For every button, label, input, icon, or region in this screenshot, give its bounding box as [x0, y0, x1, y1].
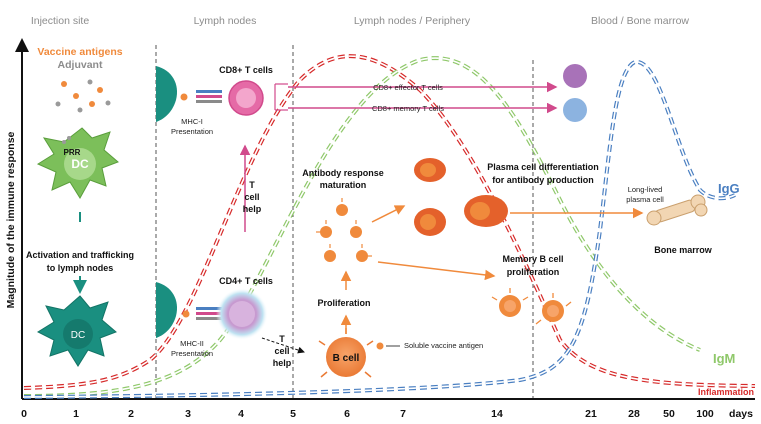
x-tick-label: 2 — [128, 408, 134, 420]
plasma-label-1: Plasma cell differentiation — [487, 162, 599, 172]
x-tick-labels: 0 1 2 3 4 5 6 7 14 21 28 50 100 — [21, 408, 714, 420]
cd8-effector-label: CD8+ effector T cells — [373, 83, 443, 92]
y-axis-label: Magnitude of the immune response — [5, 131, 17, 308]
long-lived-label-2: plasma cell — [626, 195, 664, 204]
section-injection-site: Injection site — [31, 15, 90, 27]
igg-curve — [23, 60, 736, 399]
x-tick-label: 7 — [400, 408, 406, 420]
adjuvant-label: Adjuvant — [58, 59, 103, 71]
t-help-b-2: cell — [274, 346, 289, 356]
x-tick-label: 28 — [628, 408, 640, 420]
to-memory-arrow — [377, 261, 496, 281]
t-help-up-3: help — [243, 204, 262, 214]
inflammation-label: Inflammation — [698, 387, 754, 397]
t-help-up-2: cell — [244, 192, 259, 202]
x-tick-label: 6 — [344, 408, 350, 420]
x-tick-label: 21 — [585, 408, 597, 420]
antibody-label-1: Antibody response — [302, 168, 384, 178]
t-help-b-3: help — [273, 358, 292, 368]
section-lymph-periphery: Lymph nodes / Periphery — [354, 15, 471, 27]
apc-mhc1 — [156, 66, 222, 122]
cd8-effector-cell — [563, 64, 587, 88]
x-tick-label: 0 — [21, 408, 27, 420]
dendritic-cell-dark: DC — [36, 295, 117, 367]
cd8-t-cells-label: CD8+ T cells — [219, 65, 273, 75]
proliferating-b-cells — [316, 198, 372, 262]
activation-label-2: to lymph nodes — [47, 263, 114, 273]
cd8-bracket — [274, 81, 558, 114]
t-help-up-1: T — [249, 180, 255, 190]
cd8-t-cell — [228, 80, 264, 116]
soluble-antigen-label: Soluble vaccine antigen — [404, 341, 483, 350]
mhc2-label-2: Presentation — [171, 349, 213, 358]
memory-b-cells — [491, 288, 572, 325]
apc-mhc2 — [156, 282, 222, 338]
t-cell-help-arrow-b — [261, 337, 305, 354]
cd4-t-cells-label: CD4+ T cells — [219, 276, 273, 286]
cd8-memory-cell — [563, 98, 587, 122]
dc-label-2: DC — [71, 330, 85, 341]
antibody-label-2: maturation — [320, 180, 367, 190]
b-cell-label: B cell — [333, 353, 360, 364]
x-tick-label: 100 — [696, 408, 714, 420]
bone-marrow-label: Bone marrow — [654, 245, 713, 255]
prr-particles — [62, 136, 71, 144]
long-lived-label-1: Long-lived — [628, 185, 663, 194]
igg-label: IgG — [718, 181, 740, 196]
x-tick-label: 50 — [663, 408, 675, 420]
x-tick-label: 1 — [73, 408, 79, 420]
mhc1-label-1: MHC-I — [181, 117, 203, 126]
x-tick-label: 4 — [238, 408, 244, 420]
to-plasma-arrow — [371, 205, 406, 223]
soluble-antigen-dot — [376, 342, 384, 350]
igm-label: IgM — [713, 351, 735, 366]
dc-label-1: DC — [71, 157, 89, 171]
igm-curve — [23, 56, 701, 398]
vaccine-antigens-label: Vaccine antigens — [37, 46, 122, 58]
memory-b-label-1: Memory B cell — [502, 254, 563, 264]
section-blood-bone-marrow: Blood / Bone marrow — [591, 15, 689, 27]
plasma-label-2: for antibody production — [492, 175, 594, 185]
mhc2-label-1: MHC-II — [180, 339, 204, 348]
bone-icon — [646, 194, 708, 226]
x-tick-label: 3 — [185, 408, 191, 420]
x-axis-unit: days — [729, 408, 753, 420]
proliferation-label: Proliferation — [317, 298, 370, 308]
x-tick-label: 14 — [491, 408, 503, 420]
memory-b-label-2: proliferation — [507, 267, 560, 277]
cd4-t-cell — [216, 288, 268, 340]
mhc1-label-2: Presentation — [171, 127, 213, 136]
cd8-memory-label: CD8+ memory T cells — [372, 104, 444, 113]
activation-label-1: Activation and trafficking — [26, 250, 134, 260]
t-help-b-1: T — [279, 334, 285, 344]
plasma-cells — [414, 158, 508, 236]
section-lymph-nodes: Lymph nodes — [194, 15, 257, 27]
dendritic-cell-light: DC — [36, 127, 119, 199]
antigen-particles — [55, 79, 111, 113]
b-cell: B cell — [318, 328, 374, 378]
prr-label: PRR — [64, 148, 81, 157]
x-tick-label: 5 — [290, 408, 296, 420]
